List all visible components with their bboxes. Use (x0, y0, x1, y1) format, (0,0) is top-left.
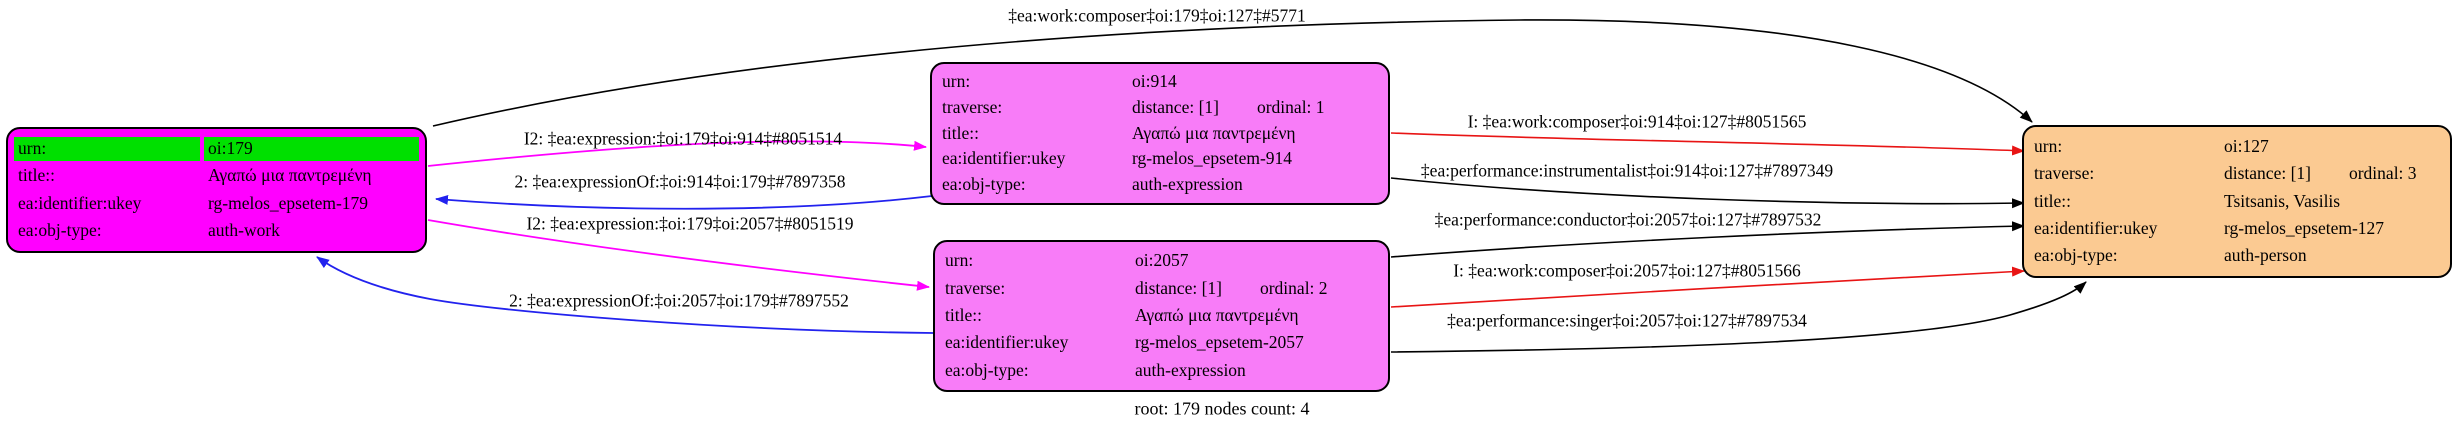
edge-label-expressionOf-914-179: 2: ‡ea:expressionOf:‡oi:914‡oi:179‡#7897… (514, 171, 846, 192)
edge-performance-instrumentalist-914-127 (1390, 177, 2025, 209)
field-key: title:: (18, 165, 55, 186)
field-value: Αγαπώ μια παντρεμένη (208, 165, 372, 186)
edge-label-performance-conductor-2057-127: ‡ea:performance:conductor‡oi:2057‡oi:127… (1434, 209, 1822, 230)
ordinal-value: ordinal: 3 (2348, 163, 2417, 184)
field-key: ea:identifier:ukey (942, 148, 1066, 169)
field-value: distance: [1] ordinal: 3 (2220, 162, 2444, 186)
edge-work-composer-914-127 (1390, 132, 2025, 156)
node-oi914-row-urn: urn: oi:914 (938, 70, 1382, 94)
edge-expression-179-2057 (427, 219, 930, 291)
field-key: urn: (945, 250, 974, 271)
field-key: ea:obj-type: (2034, 245, 2118, 266)
edge-label-expression-179-914: I2: ‡ea:expression:‡oi:179‡oi:914‡#80515… (523, 128, 843, 149)
field-value: oi:127 (2224, 135, 2269, 156)
edge-expressionOf-914-179 (435, 194, 933, 210)
node-oi127-row-traverse: traverse: distance: [1] ordinal: 3 (2030, 162, 2444, 186)
edge-label-expression-179-2057: I2: ‡ea:expression:‡oi:179‡oi:2057‡#8051… (526, 213, 854, 234)
distance-value: distance: [1] (2224, 163, 2311, 184)
field-value: rg-melos_epsetem-179 (208, 192, 369, 213)
node-oi2057[interactable]: urn: oi:2057 traverse: distance: [1] ordi… (933, 240, 1390, 392)
field-key: ea:identifier:ukey (2034, 218, 2158, 238)
root-count-label: root: 179 nodes count: 4 (1134, 398, 1310, 419)
field-key: urn: (14, 136, 200, 161)
field-key: traverse: (942, 96, 1003, 117)
field-key: traverse: (2034, 163, 2095, 184)
node-oi179-row-urn: urn: oi:179 (14, 136, 419, 161)
field-value: distance: [1] ordinal: 2 (1131, 277, 1382, 301)
field-key: ea:obj-type: (18, 220, 102, 241)
ordinal-value: ordinal: 1 (1256, 96, 1325, 117)
field-value: auth-person (2224, 245, 2307, 266)
field-value: rg-melos_epsetem-2057 (1135, 332, 1304, 353)
edge-label-expressionOf-2057-179: 2: ‡ea:expressionOf:‡oi:2057‡oi:179‡#789… (509, 290, 849, 311)
node-oi2057-row-title: title:: Αγαπώ μια παντρεμένη (941, 304, 1382, 328)
field-key: urn: (942, 70, 971, 91)
field-key: traverse: (945, 277, 1006, 298)
field-value: Tsitsanis, Vasilis (2224, 190, 2341, 211)
edge-expression-179-914 (427, 140, 927, 167)
node-oi127-row-title: title:: Tsitsanis, Vasilis (2030, 190, 2444, 214)
field-key: title:: (945, 305, 982, 326)
field-key: title:: (2034, 190, 2071, 211)
field-value: auth-expression (1135, 359, 1246, 380)
field-value: Αγαπώ μια παντρεμένη (1135, 305, 1299, 326)
edge-work-composer-2057-127 (1390, 266, 2025, 308)
node-oi127-row-urn: urn: oi:127 (2030, 135, 2444, 159)
edge-label-work-composer-914-127: I: ‡ea:work:composer‡oi:914‡oi:127‡#8051… (1467, 111, 1807, 132)
field-key: urn: (2034, 135, 2063, 156)
node-oi179[interactable]: urn: oi:179 title:: Αγαπώ μια παντρεμένη… (6, 127, 427, 253)
field-value: auth-expression (1132, 174, 1243, 195)
edge-work-composer-179-127 (432, 19, 2033, 127)
node-oi127[interactable]: urn: oi:127 traverse: distance: [1] ordin… (2022, 125, 2452, 278)
field-key: title:: (942, 122, 979, 143)
field-value: distance: [1] ordinal: 1 (1128, 96, 1382, 120)
edge-label-performance-instrumentalist-914-127: ‡ea:performance:instrumentalist‡oi:914‡o… (1420, 160, 1834, 181)
node-oi914-row-identifier: ea:identifier:ukey rg-melos_epsetem-914 (938, 147, 1382, 171)
node-oi179-row-identifier: ea:identifier:ukey rg-melos_epsetem-179 (14, 192, 419, 216)
edge-label-performance-singer-2057-127: ‡ea:performance:singer‡oi:2057‡oi:127‡#7… (1447, 310, 1807, 331)
node-oi127-row-identifier: ea:identifier:ukey rg-melos_epsetem-127 (2030, 217, 2444, 241)
node-oi2057-row-identifier: ea:identifier:ukey rg-melos_epsetem-2057 (941, 331, 1382, 355)
edge-label-work-composer-2057-127: I: ‡ea:work:composer‡oi:2057‡oi:127‡#805… (1453, 260, 1801, 281)
field-value: oi:914 (1132, 70, 1177, 91)
node-oi914-row-objtype: ea:obj-type: auth-expression (938, 173, 1382, 197)
field-value: oi:179 (204, 136, 419, 161)
field-value: rg-melos_epsetem-127 (2224, 218, 2385, 238)
edge-performance-singer-2057-127 (1390, 281, 2087, 353)
distance-value: distance: [1] (1132, 96, 1219, 117)
node-oi179-row-title: title:: Αγαπώ μια παντρεμένη (14, 164, 419, 188)
ordinal-value: ordinal: 2 (1259, 277, 1328, 298)
node-oi2057-row-urn: urn: oi:2057 (941, 249, 1382, 273)
edge-expressionOf-2057-179 (316, 256, 934, 334)
node-oi2057-row-traverse: traverse: distance: [1] ordinal: 2 (941, 277, 1382, 301)
field-key: ea:obj-type: (945, 359, 1029, 380)
node-oi179-row-objtype: ea:obj-type: auth-work (14, 219, 419, 243)
node-oi2057-row-objtype: ea:obj-type: auth-expression (941, 359, 1382, 383)
node-oi914-row-title: title:: Αγαπώ μια παντρεμένη (938, 122, 1382, 146)
field-value: rg-melos_epsetem-914 (1132, 148, 1293, 169)
field-value: auth-work (208, 220, 280, 241)
field-key: ea:identifier:ukey (945, 332, 1069, 353)
field-value: Αγαπώ μια παντρεμένη (1132, 122, 1296, 143)
field-key: ea:obj-type: (942, 174, 1026, 195)
field-value: oi:2057 (1135, 250, 1189, 271)
node-oi914[interactable]: urn: oi:914 traverse: distance: [1] ordin… (930, 62, 1390, 205)
field-key: ea:identifier:ukey (18, 192, 142, 213)
node-oi127-row-objtype: ea:obj-type: auth-person (2030, 244, 2444, 268)
edge-label-work-composer-179-127: ‡ea:work:composer‡oi:179‡oi:127‡#5771 (1008, 5, 1306, 26)
node-oi914-row-traverse: traverse: distance: [1] ordinal: 1 (938, 96, 1382, 120)
distance-value: distance: [1] (1135, 277, 1222, 298)
edge-performance-conductor-2057-127 (1390, 221, 2025, 258)
